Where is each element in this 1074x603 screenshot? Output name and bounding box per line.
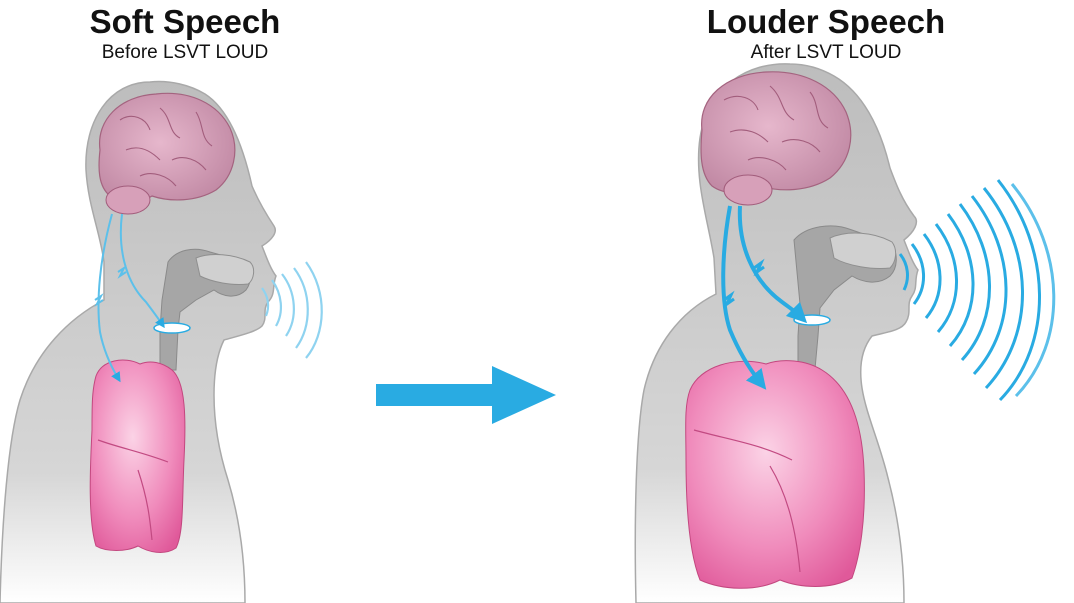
right-sound-wave-3	[924, 234, 940, 318]
right-cerebellum	[724, 175, 772, 205]
right-sound-wave-5	[948, 214, 973, 346]
right-sound-waves	[900, 180, 1054, 400]
left-vocal-folds	[154, 323, 190, 333]
left-lungs	[90, 360, 185, 552]
right-figure	[635, 64, 1054, 603]
left-cerebellum	[106, 186, 150, 214]
left-brain	[99, 93, 235, 202]
right-sound-wave-6	[960, 204, 990, 360]
right-sound-wave-10	[1012, 184, 1054, 396]
right-brain	[701, 72, 851, 193]
left-figure	[0, 82, 322, 603]
left-sound-wave-3	[282, 274, 294, 336]
left-sound-wave-4	[294, 268, 308, 348]
transition-arrow	[376, 366, 556, 424]
